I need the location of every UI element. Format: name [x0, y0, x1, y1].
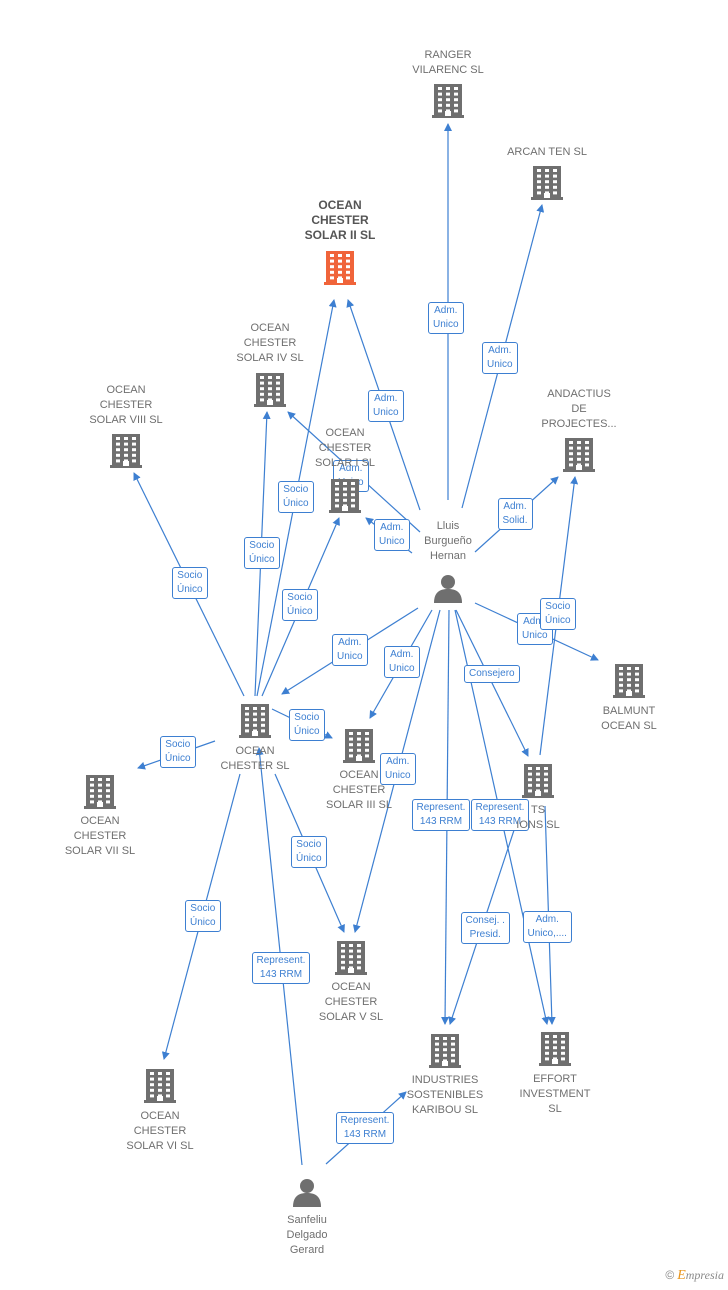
node-label-ocs3[interactable]: OCEAN CHESTER SOLAR III SL — [325, 769, 393, 811]
building-icon-arcan[interactable] — [531, 164, 563, 205]
building-icon-andactius[interactable] — [563, 436, 595, 477]
edge-label-ts-effort: Adm. Unico,.... — [522, 911, 572, 943]
node-label-ranger[interactable]: RANGER VILARENC SL — [412, 49, 484, 76]
edge-label-ts-industries: Consej. . Presid. — [460, 912, 510, 944]
node-label-andactius[interactable]: ANDACTIUS DE PROJECTES... — [541, 388, 617, 430]
building-icon-ocs5[interactable] — [335, 939, 367, 980]
node-label-ocs5[interactable]: OCEAN CHESTER SOLAR V SL — [318, 981, 384, 1023]
building-icon-industries[interactable] — [429, 1032, 461, 1073]
node-label-ocs2[interactable]: OCEAN CHESTER SOLAR II SL — [304, 198, 376, 242]
edge-label-lluis-effort: Represent. 143 RRM — [470, 799, 530, 831]
edge-label-ocsl-ocs7: Socio Único — [160, 736, 196, 768]
node-label-sanfeliu[interactable]: Sanfeliu Delgado Gerard — [286, 1214, 328, 1256]
node-label-arcan[interactable]: ARCAN TEN SL — [507, 146, 587, 158]
building-icon-ocs8[interactable] — [110, 432, 142, 473]
node-label-industries[interactable]: INDUSTRIES SOSTENIBLES KARIBOU SL — [406, 1074, 484, 1116]
edge-label-ocsl-ocs3: Socio Único — [289, 709, 325, 741]
edge-label-lluis-ocs5: Adm. Unico — [380, 753, 416, 785]
edge-label-sanfeliu-ocsl: Represent. 143 RRM — [251, 952, 311, 984]
edge-label-lluis-andactius: Adm. Solid. — [497, 498, 533, 530]
node-label-ocs4[interactable]: OCEAN CHESTER SOLAR IV SL — [236, 322, 304, 364]
edge-label-lluis-ocs1: Adm. Unico — [374, 519, 410, 551]
edge-lluis-ts — [455, 609, 529, 757]
building-icon-balmunt[interactable] — [613, 662, 645, 703]
node-label-ocsl[interactable]: OCEAN CHESTER SL — [220, 745, 290, 772]
building-icon-ocsl[interactable] — [239, 702, 271, 743]
node-label-ocs6[interactable]: OCEAN CHESTER SOLAR VI SL — [126, 1110, 194, 1152]
building-icon-ocs2[interactable] — [324, 249, 356, 290]
node-label-effort[interactable]: EFFORT INVESTMENT SL — [519, 1073, 591, 1115]
brand-logo: © Empresia — [665, 1268, 724, 1284]
node-label-ts[interactable]: TS IONS SL — [516, 804, 560, 831]
node-label-ocs1[interactable]: OCEAN CHESTER SOLAR I SL — [315, 427, 375, 469]
edge-label-lluis-industries: Represent. 143 RRM — [411, 799, 471, 831]
building-icon-ocs3[interactable] — [343, 727, 375, 768]
edge-label-lluis-arcan: Adm. Unico — [482, 342, 518, 374]
building-icon-ocs1[interactable] — [329, 477, 361, 518]
edge-label-lluis-ocs3: Adm. Unico — [384, 646, 420, 678]
edge-label-ocsl-ocs8: Socio Único — [172, 567, 208, 599]
person-icon-lluis[interactable] — [433, 573, 463, 608]
building-icon-ranger[interactable] — [432, 82, 464, 123]
building-icon-ts[interactable] — [522, 762, 554, 803]
edge-label-ts-andactius: Socio Único — [540, 598, 576, 630]
building-icon-ocs4[interactable] — [254, 371, 286, 412]
person-icon-sanfeliu[interactable] — [292, 1177, 322, 1212]
edge-label-lluis-ts: Consejero — [464, 665, 520, 683]
edge-label-lluis-ranger: Adm. Unico — [428, 302, 464, 334]
edge-label-ocsl-ocs6: Socio Único — [185, 900, 221, 932]
node-label-ocs8[interactable]: OCEAN CHESTER SOLAR VIII SL — [89, 384, 163, 426]
brand-name: mpresia — [685, 1268, 724, 1282]
node-label-lluis[interactable]: Lluis Burgueño Hernan — [424, 520, 472, 562]
edge-label-lluis-ocs2: Adm. Unico — [368, 390, 404, 422]
brand-initial: E — [677, 1268, 686, 1283]
edge-label-ocsl-ocs4: Socio Único — [244, 537, 280, 569]
edge-label-ocsl-ocs1: Socio Único — [282, 589, 318, 621]
building-icon-effort[interactable] — [539, 1030, 571, 1071]
edge-label-lluis-ocsl: Adm. Unico — [332, 634, 368, 666]
edge-label-sanfeliu-industries: Represent. 143 RRM — [335, 1112, 395, 1144]
node-label-ocs7[interactable]: OCEAN CHESTER SOLAR VII SL — [64, 815, 136, 857]
copyright-symbol: © — [665, 1268, 675, 1282]
edge-label-ocsl-ocs5: Socio Único — [291, 836, 327, 868]
edge-label-ocsl-ocs2: Socio Único — [278, 481, 314, 513]
building-icon-ocs6[interactable] — [144, 1067, 176, 1108]
building-icon-ocs7[interactable] — [84, 773, 116, 814]
node-label-balmunt[interactable]: BALMUNT OCEAN SL — [601, 705, 657, 732]
